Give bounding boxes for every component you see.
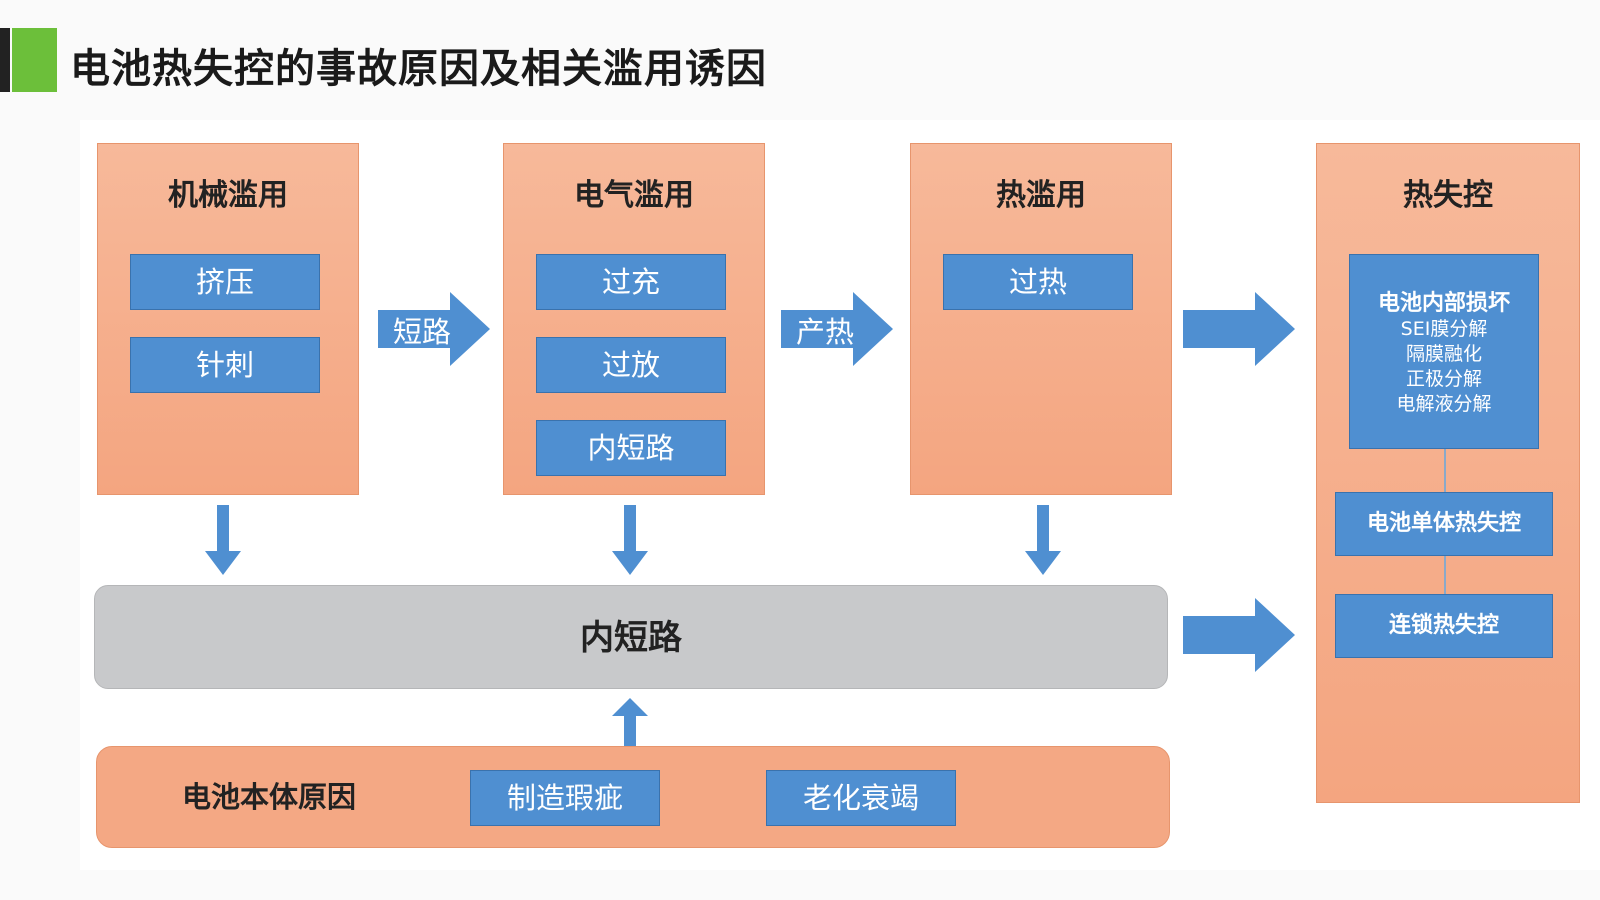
cell-runaway-box: 电池单体热失控 [1335, 492, 1553, 556]
short-circuit-label: 短路 [393, 315, 452, 349]
electrical-abuse-title: 电气滥用 [574, 178, 694, 213]
overdischarge-box: 过放 [536, 337, 726, 393]
damage-item-separator: 隔膜融化 [1405, 343, 1482, 365]
to-runaway-arrow-icon [1183, 292, 1295, 366]
thermal-runaway-panel: 热失控 电池内部损坏 SEI膜分解 隔膜融化 正极分解 电解液分解 电池单体热失… [1316, 143, 1580, 803]
crush-box: 挤压 [130, 254, 320, 310]
damage-item-electrolyte: 电解液分解 [1396, 393, 1492, 415]
nail-penetration-box: 针刺 [130, 337, 320, 393]
chain-runaway-box: 连锁热失控 [1335, 594, 1553, 658]
aging-degradation-box: 老化衰竭 [766, 770, 956, 826]
connector-line-2 [1444, 556, 1446, 594]
title-accent-green [12, 28, 57, 92]
battery-causes-bar: 电池本体原因 制造瑕疵 老化衰竭 [96, 746, 1170, 848]
isc-to-runaway-arrow-icon [1183, 598, 1295, 672]
heat-generation-label: 产热 [796, 315, 855, 349]
thermal-abuse-title: 热滥用 [996, 178, 1086, 213]
battery-causes-title: 电池本体原因 [182, 780, 357, 814]
internal-damage-title: 电池内部损坏 [1377, 291, 1510, 316]
internal-short-box: 内短路 [536, 420, 726, 476]
thermal-abuse-panel: 热滥用 过热 [910, 143, 1172, 495]
heat-generation-arrow-icon [781, 292, 893, 366]
mechanical-abuse-title: 机械滥用 [168, 178, 288, 213]
internal-short-label: 内短路 [580, 618, 682, 658]
down-arrow-1-icon [205, 505, 241, 575]
electrical-abuse-panel: 电气滥用 过充 过放 内短路 [503, 143, 765, 495]
down-arrow-3-icon [1025, 505, 1061, 575]
damage-item-sei: SEI膜分解 [1400, 318, 1488, 340]
damage-item-cathode: 正极分解 [1405, 368, 1482, 390]
page-title: 电池热失控的事故原因及相关滥用诱因 [70, 46, 767, 92]
overheat-box: 过热 [943, 254, 1133, 310]
internal-damage-box: 电池内部损坏 SEI膜分解 隔膜融化 正极分解 电解液分解 [1349, 254, 1539, 449]
manufacturing-defect-box: 制造瑕疵 [470, 770, 660, 826]
title-accent-dark [0, 28, 10, 92]
mechanical-abuse-panel: 机械滥用 挤压 针刺 [97, 143, 359, 495]
short-circuit-arrow-icon [378, 292, 490, 366]
up-arrow-icon [612, 698, 648, 746]
connector-line-1 [1444, 449, 1446, 493]
overcharge-box: 过充 [536, 254, 726, 310]
down-arrow-2-icon [612, 505, 648, 575]
thermal-runaway-title: 热失控 [1403, 178, 1493, 213]
internal-short-bar: 内短路 [94, 585, 1168, 689]
